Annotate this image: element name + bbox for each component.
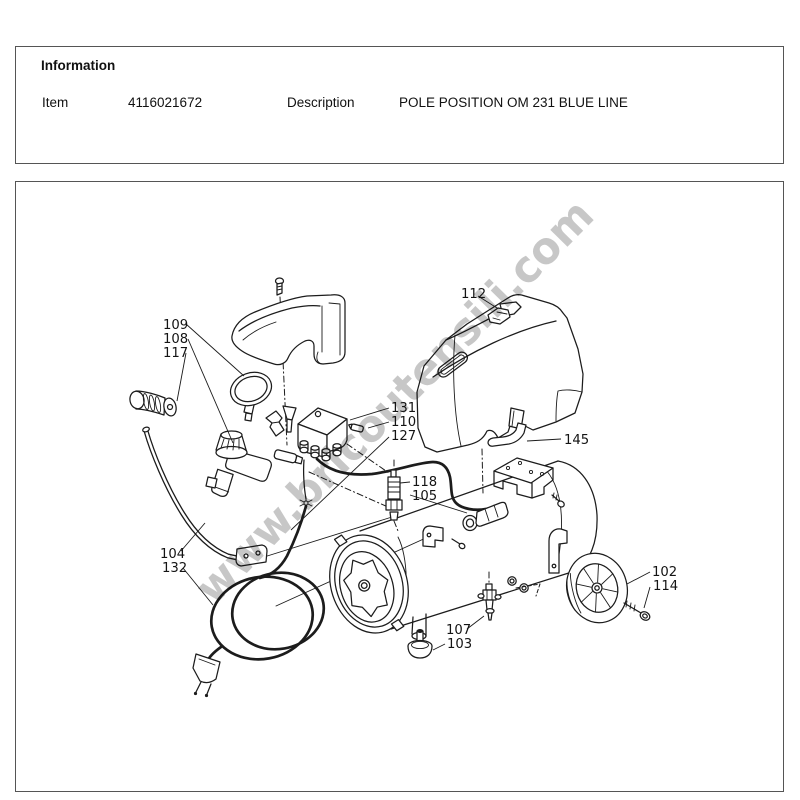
- part-number-label: 103: [447, 637, 472, 652]
- part-number-label: 109: [163, 318, 188, 333]
- leader-line: [432, 643, 446, 651]
- part-number-label: 131: [391, 401, 416, 416]
- shroud-screw: [274, 277, 285, 296]
- drain-valve: [477, 583, 502, 621]
- leader-line: [367, 421, 390, 429]
- compressor-cover: [416, 294, 584, 453]
- part-number-label: 118: [412, 475, 437, 490]
- description-label: Description: [287, 95, 355, 110]
- leader-line: [180, 522, 206, 552]
- bracket-bolt: [551, 492, 565, 508]
- leader-line: [349, 407, 390, 421]
- switch-screw: [348, 423, 364, 433]
- pressure-gauge: [229, 371, 273, 422]
- information-panel: Information Item 4116021672 Description …: [15, 46, 784, 164]
- cover-bracket: [487, 422, 527, 447]
- part-number-label: 132: [162, 561, 187, 576]
- leader-line: [399, 481, 411, 484]
- tank-front-ring: [329, 534, 409, 634]
- leader-line: [290, 436, 390, 531]
- rubber-foot: [407, 629, 433, 659]
- axle-nuts: [507, 576, 541, 597]
- part-number-label: 110: [391, 415, 416, 430]
- axle-bolt: [623, 600, 651, 621]
- wheel: [566, 552, 628, 624]
- part-number-label: 102: [652, 565, 677, 580]
- handle-tube: [142, 426, 245, 562]
- leader-line: [643, 586, 651, 609]
- cable-connector: [462, 501, 509, 532]
- leader-line: [466, 615, 485, 630]
- leader-line: [182, 567, 214, 606]
- item-value: 4116021672: [128, 95, 203, 110]
- part-number-label: 107: [446, 623, 471, 638]
- part-number-label: 117: [163, 346, 188, 361]
- cover-handle-slot: [437, 351, 469, 378]
- part-number-label: 105: [412, 489, 437, 504]
- leader-line: [477, 295, 498, 309]
- exploded-diagram: www.bricoutensili.com 109108117112131110…: [129, 190, 678, 698]
- cord-grommet: [299, 496, 313, 510]
- inline-fitting: [273, 449, 304, 465]
- item-label: Item: [42, 95, 69, 110]
- elbow-fitting: [265, 410, 285, 437]
- pressure-switch-cable: [315, 457, 500, 512]
- part-number-label: 104: [160, 547, 185, 562]
- part-number-label: 112: [461, 287, 486, 302]
- info-title: Information: [41, 58, 116, 73]
- part-number-label: 114: [653, 579, 678, 594]
- power-plug: [192, 653, 221, 698]
- handle-bracket: [235, 544, 268, 567]
- handle-grip: [129, 390, 177, 417]
- check-valve: [385, 469, 403, 521]
- pressure-regulator: [205, 430, 272, 497]
- wheel-bracket: [548, 528, 568, 574]
- leader-line: [409, 494, 468, 514]
- wheel-bracket-hole: [551, 563, 557, 569]
- cone-fitting: [282, 405, 297, 433]
- leader-line: [187, 338, 234, 444]
- tank-clip: [422, 525, 466, 550]
- pressure-switch: [297, 407, 364, 462]
- leader-line: [185, 323, 245, 377]
- leader-line: [176, 352, 187, 402]
- leader-line: [626, 571, 651, 585]
- leader-line: [526, 438, 562, 442]
- part-number-label: 108: [163, 332, 188, 347]
- motor-bracket: [493, 457, 554, 499]
- switch-wire: [302, 459, 307, 500]
- part-number-label: 145: [564, 433, 589, 448]
- shroud-cover: [231, 294, 346, 366]
- cover-latch: [487, 301, 522, 325]
- description-value: POLE POSITION OM 231 BLUE LINE: [399, 95, 628, 110]
- part-number-label: 127: [391, 429, 416, 444]
